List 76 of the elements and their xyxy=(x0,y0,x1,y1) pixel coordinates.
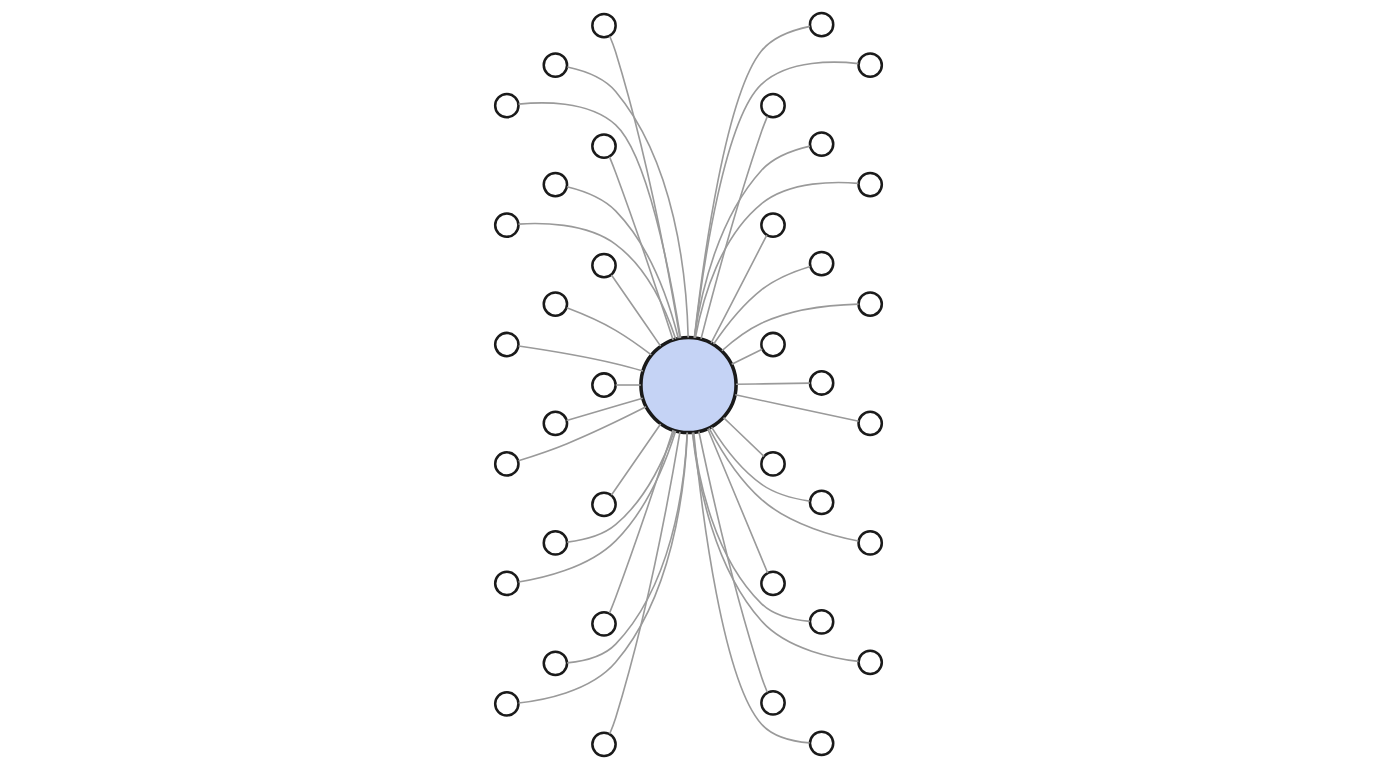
node-circle xyxy=(808,608,834,635)
connector xyxy=(691,431,859,662)
connector xyxy=(565,185,679,339)
node-circle xyxy=(590,132,617,159)
node-circle xyxy=(808,250,834,276)
node-circle xyxy=(542,290,568,317)
node-circle xyxy=(590,730,617,757)
node-circle xyxy=(493,569,520,596)
connector xyxy=(565,306,652,356)
connector xyxy=(712,265,811,345)
connector xyxy=(710,425,810,502)
node-circle xyxy=(856,410,883,436)
node-circle xyxy=(493,450,520,477)
connector xyxy=(610,422,661,496)
node-circle xyxy=(759,331,786,357)
connector xyxy=(722,416,765,457)
node-circle xyxy=(493,92,520,119)
node-circle xyxy=(542,171,568,197)
node-circle xyxy=(856,290,883,317)
node-circle xyxy=(590,12,617,39)
connector xyxy=(565,431,688,664)
connector xyxy=(565,396,643,421)
connector xyxy=(608,428,674,614)
node-circle xyxy=(856,51,883,78)
connector xyxy=(614,383,642,386)
node-circle xyxy=(808,130,834,157)
node-circle xyxy=(590,610,617,637)
connector xyxy=(517,429,676,583)
connector xyxy=(734,393,860,422)
connector xyxy=(709,233,768,344)
node-circle xyxy=(856,171,883,197)
node-circle xyxy=(759,92,786,119)
connector xyxy=(707,426,859,542)
connector xyxy=(517,344,644,372)
node-circle xyxy=(542,529,568,556)
node-circle xyxy=(808,369,834,396)
node-circle xyxy=(856,529,883,556)
node-circle xyxy=(759,689,786,716)
node-circle xyxy=(493,211,520,238)
connector xyxy=(692,144,811,338)
connector xyxy=(608,35,681,339)
node-circle xyxy=(493,690,520,717)
connector xyxy=(720,302,859,352)
node-circle xyxy=(808,11,834,38)
connector xyxy=(699,115,768,340)
connector xyxy=(565,429,675,543)
connector xyxy=(697,430,768,693)
connector xyxy=(608,155,674,341)
node-circle xyxy=(590,491,617,517)
node-circle xyxy=(856,648,883,675)
node-circle xyxy=(542,51,568,78)
node-circle xyxy=(759,211,786,238)
node-circle xyxy=(493,331,520,357)
connector xyxy=(517,222,677,340)
connector xyxy=(693,25,811,338)
node-circle xyxy=(638,335,738,434)
connector xyxy=(610,273,661,347)
node-circle xyxy=(808,729,834,756)
node-circle xyxy=(808,489,834,515)
connector xyxy=(517,405,647,462)
connector xyxy=(706,427,768,574)
node-circle xyxy=(542,649,568,676)
connector xyxy=(694,181,859,339)
connector xyxy=(730,348,763,365)
node-circle xyxy=(542,410,568,436)
node-circle xyxy=(590,371,617,398)
connector xyxy=(517,431,688,704)
connector xyxy=(693,60,859,338)
node-circle xyxy=(759,450,786,477)
connector xyxy=(608,430,681,734)
connector xyxy=(692,431,810,744)
connector xyxy=(566,65,689,338)
connector xyxy=(517,101,681,339)
node-circle xyxy=(759,569,786,596)
connector xyxy=(734,381,811,385)
node-circle xyxy=(590,252,617,278)
